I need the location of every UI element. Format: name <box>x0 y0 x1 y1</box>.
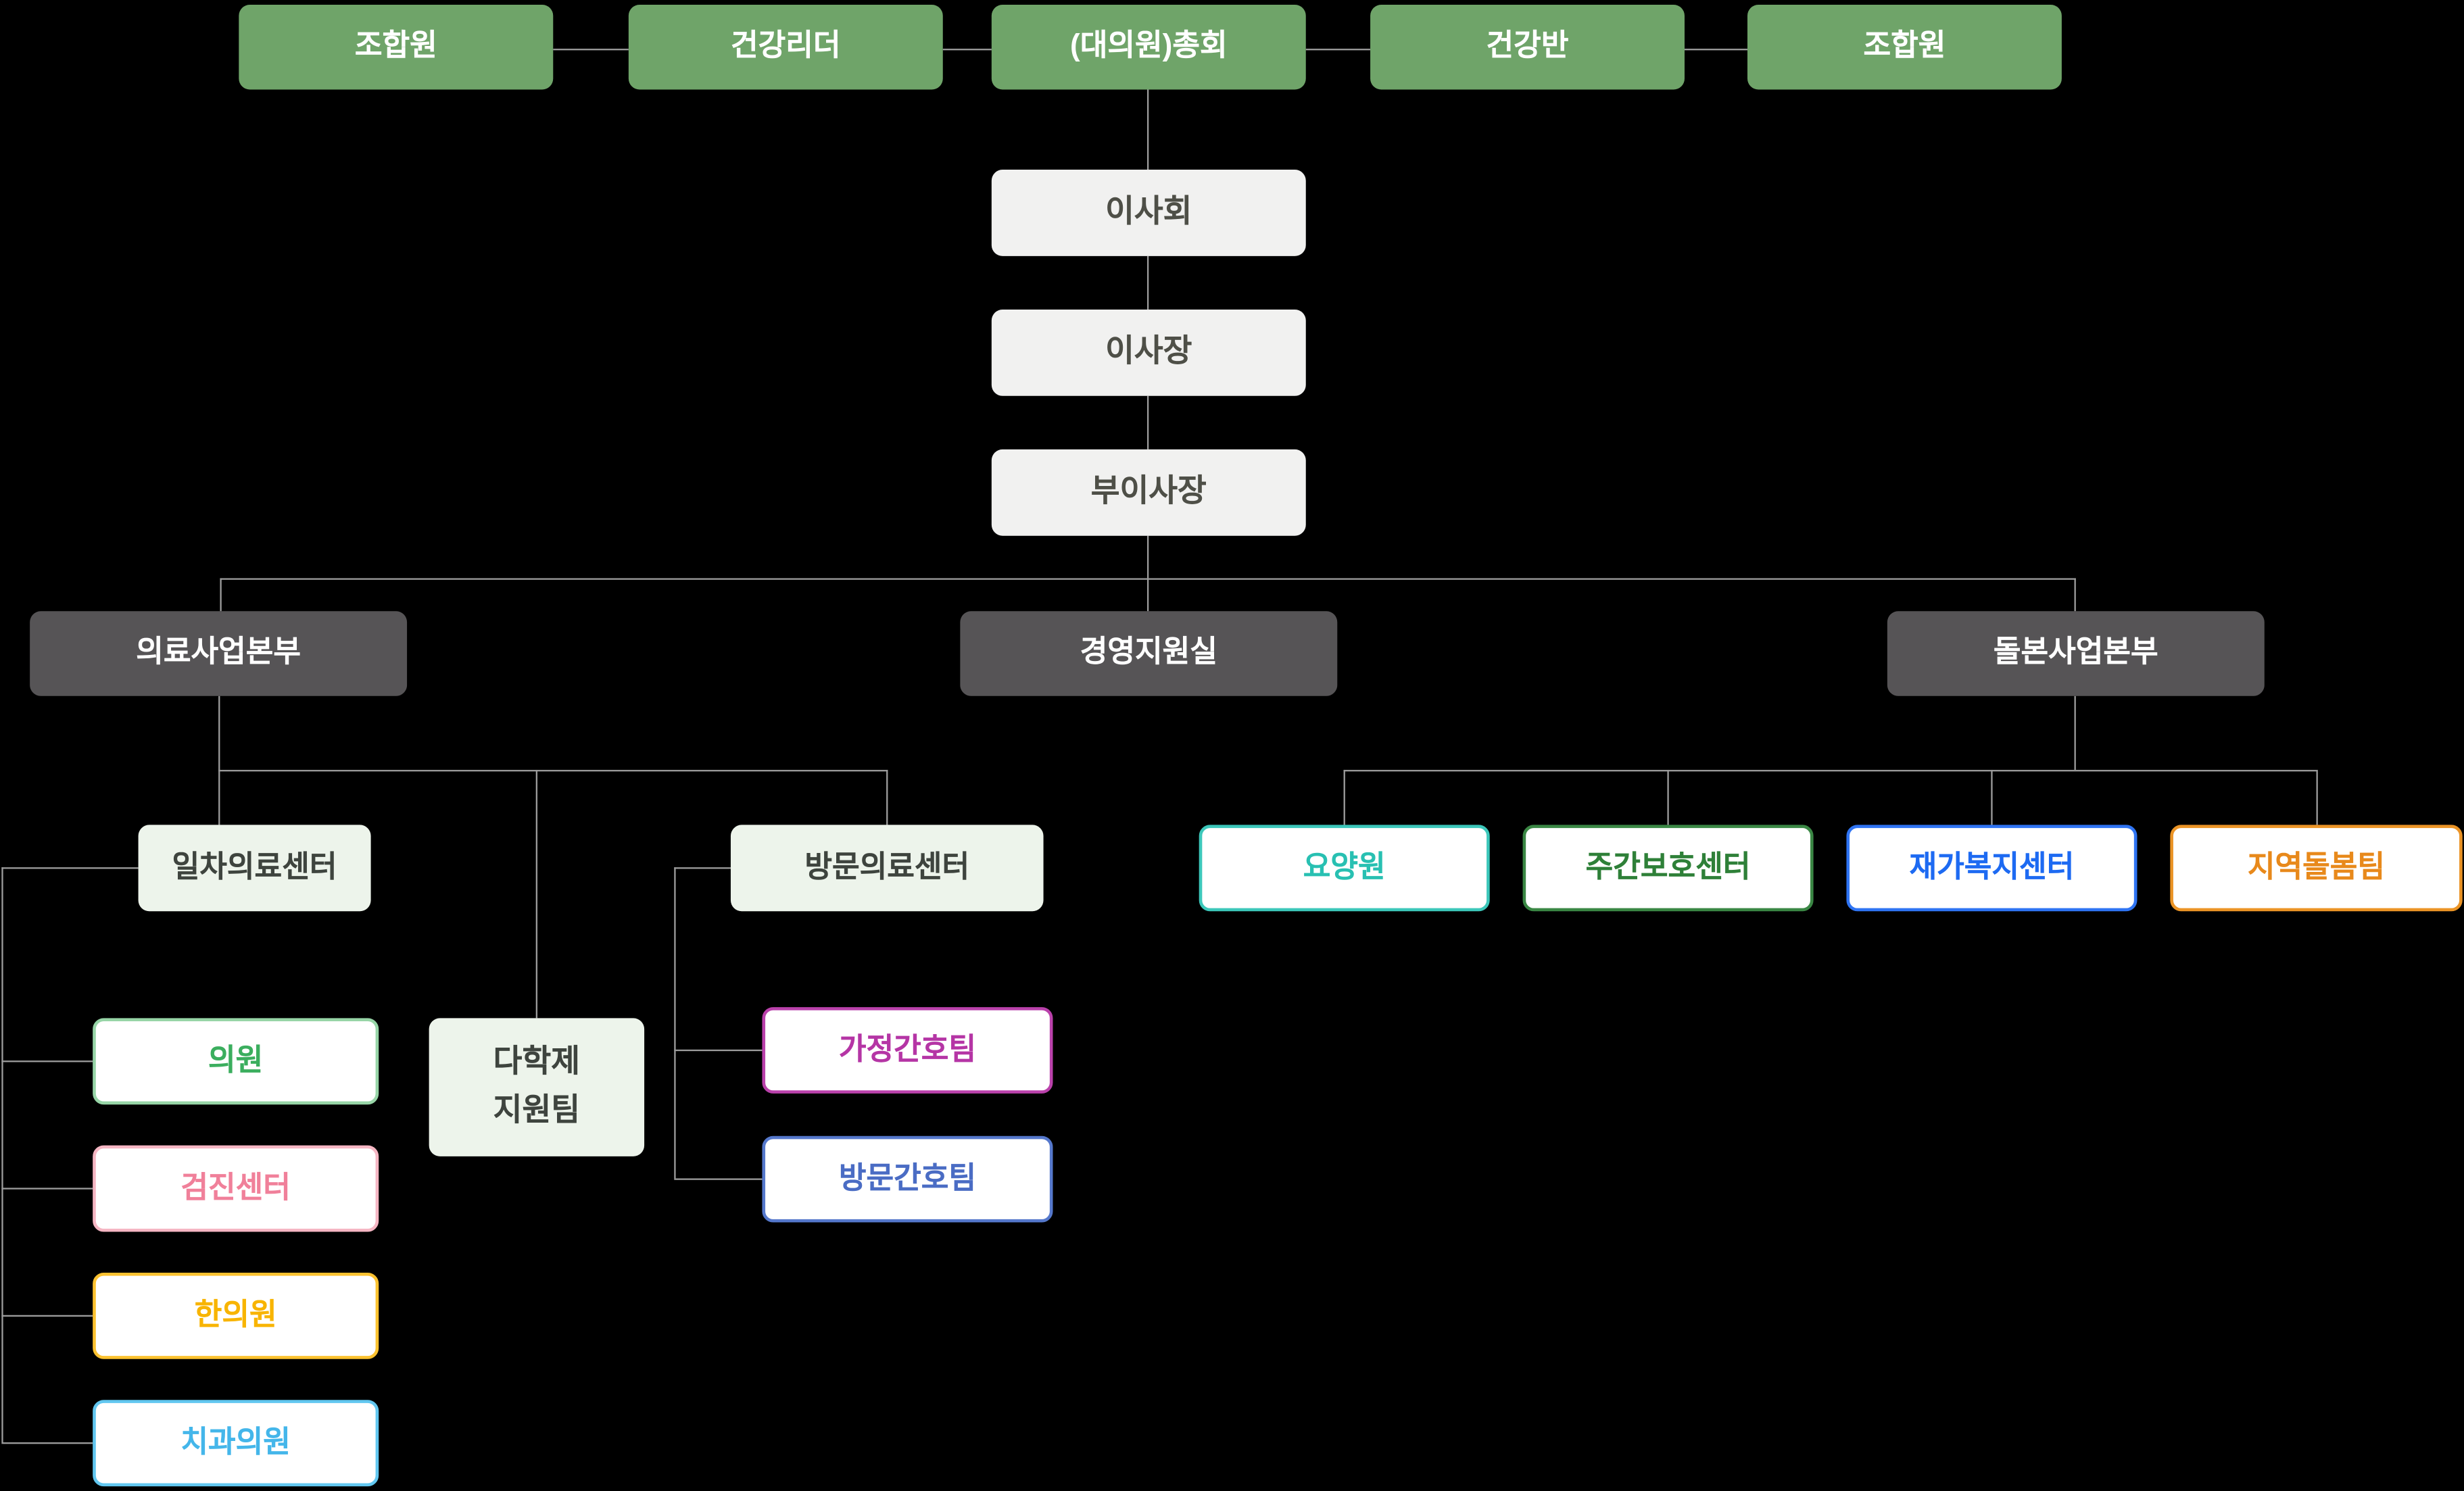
connector-line <box>218 770 888 772</box>
org-node-assembly: (대의원)총회 <box>991 4 1306 90</box>
connector-line <box>2074 695 2077 771</box>
org-node-daycare-center: 주간보호센터 <box>1522 825 1814 912</box>
org-node-board: 이사회 <box>991 170 1306 256</box>
org-node-checkup-center: 검진센터 <box>93 1145 379 1232</box>
multidisciplinary-team-line1: 다학제 <box>493 1044 581 1080</box>
org-node-member-left: 조합원 <box>239 4 554 90</box>
connector-line <box>1 1442 93 1444</box>
connector-line <box>1146 535 1149 579</box>
org-node-chairman: 이사장 <box>991 309 1306 396</box>
org-node-home-welfare-center: 재가복지센터 <box>1846 825 2137 912</box>
connector-line <box>1305 49 1371 51</box>
connector-line <box>1 1188 93 1190</box>
connector-line <box>1146 395 1149 449</box>
connector-line <box>218 695 220 825</box>
org-node-member-right: 조합원 <box>1747 4 2062 90</box>
connector-line <box>674 867 731 869</box>
connector-line <box>535 770 538 1019</box>
org-node-dental-clinic: 치과의원 <box>93 1400 379 1487</box>
org-node-health-leader: 건강리더 <box>628 4 943 90</box>
org-node-medical-hq: 의료사업본부 <box>30 611 408 696</box>
connector-line <box>674 867 677 1179</box>
connector-line <box>1343 770 1346 825</box>
connector-line <box>886 770 888 825</box>
connector-line <box>2316 770 2319 825</box>
connector-line <box>1 867 4 1443</box>
org-node-care-hq: 돌본사업본부 <box>1887 611 2265 696</box>
connector-line <box>1667 770 1670 825</box>
connector-line <box>674 1049 763 1052</box>
org-node-vice-chairman: 부이사장 <box>991 449 1306 536</box>
org-node-health-group: 건강반 <box>1370 4 1685 90</box>
org-node-community-care-team: 지역돌봄팀 <box>2170 825 2463 912</box>
org-node-visiting-nursing-team: 방문간호팀 <box>762 1135 1053 1223</box>
org-node-multidisciplinary-team: 다학제 지원팀 <box>429 1018 645 1156</box>
connector-line <box>1991 770 1994 825</box>
connector-line <box>1 1060 93 1062</box>
org-node-nursing-home: 요양원 <box>1199 825 1490 912</box>
org-node-clinic: 의원 <box>93 1018 379 1105</box>
connector-line <box>1146 578 1149 612</box>
org-node-primary-center: 일차의료센터 <box>138 825 371 912</box>
connector-line <box>1 1315 93 1317</box>
connector-line <box>1343 770 2317 772</box>
multidisciplinary-team-line2: 지원팀 <box>493 1093 581 1129</box>
connector-line <box>220 578 222 612</box>
org-node-korean-medicine-clinic: 한의원 <box>93 1272 379 1359</box>
org-node-home-nursing-team: 가정간호팀 <box>762 1007 1053 1094</box>
connector-line <box>1 867 139 869</box>
connector-line <box>1146 89 1149 170</box>
connector-line <box>1146 255 1149 310</box>
connector-line <box>942 49 992 51</box>
org-node-mgmt-office: 경영지원실 <box>960 611 1338 696</box>
connector-line <box>1684 49 1747 51</box>
org-node-visiting-center: 방문의료센터 <box>730 825 1044 912</box>
connector-line <box>553 49 629 51</box>
connector-line <box>674 1178 763 1181</box>
connector-line <box>2074 578 2077 612</box>
